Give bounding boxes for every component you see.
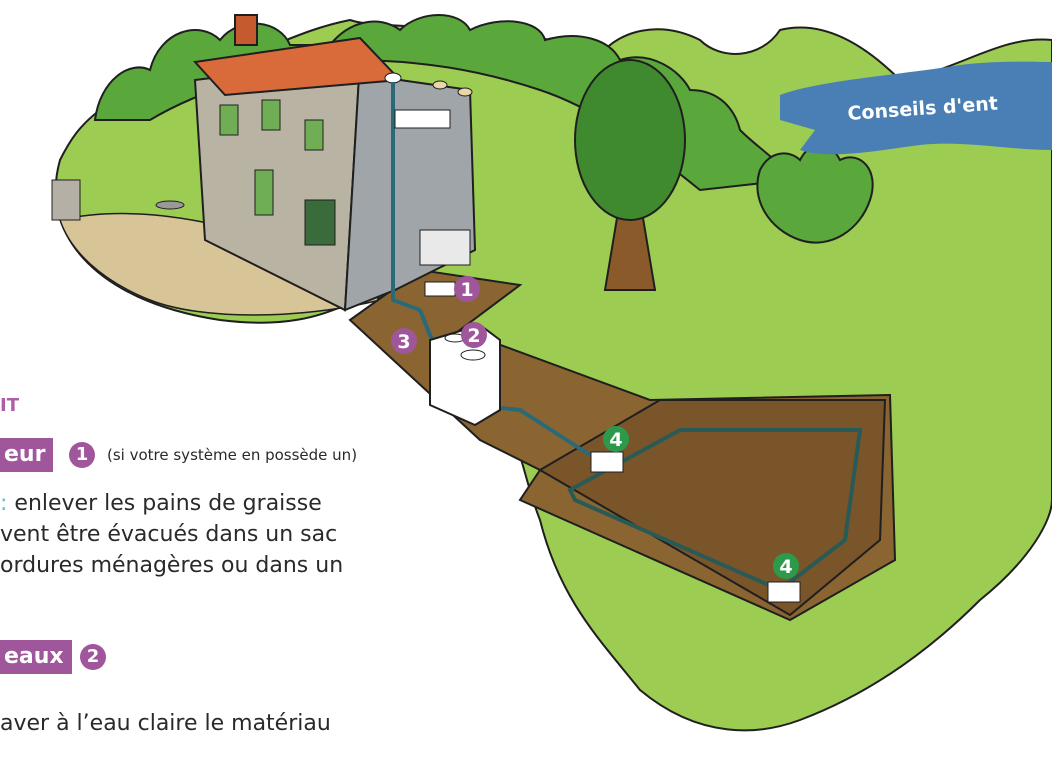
item2-number-badge: 2	[80, 644, 106, 670]
vent-cap	[457, 87, 473, 97]
chimney	[234, 14, 258, 46]
vent-cap	[432, 80, 448, 90]
marker-2: 2	[461, 322, 487, 348]
kitchen-unit	[419, 229, 471, 266]
marker-4b: 4	[773, 553, 799, 579]
window	[304, 119, 324, 151]
svg-text:4: 4	[609, 429, 622, 451]
banner-shape	[780, 61, 1052, 155]
marker-3: 3	[391, 328, 417, 354]
para1-line1-text: enlever les pains de graisse	[7, 491, 322, 516]
item1-number-badge: 1	[69, 442, 95, 468]
para1-line1: : enlever les pains de graisse	[0, 488, 322, 519]
svg-text:1: 1	[460, 279, 473, 301]
svg-text:3: 3	[397, 331, 410, 353]
vent-pipe	[391, 82, 421, 312]
tank-lid	[460, 349, 486, 361]
window	[304, 199, 336, 246]
drain-field	[538, 399, 887, 617]
window	[219, 104, 239, 136]
manhole	[155, 200, 185, 210]
dirt-path	[59, 212, 382, 316]
tree-crown	[574, 59, 686, 221]
svg-text:2: 2	[467, 325, 480, 347]
right-bushes	[756, 144, 874, 244]
distribution-box	[590, 451, 624, 473]
item1-note: (si votre système en possède un)	[107, 446, 358, 464]
distribution-box	[767, 581, 801, 603]
svg-text:4: 4	[779, 556, 792, 578]
grease-trap	[424, 281, 456, 297]
para1-line3: ordures ménagères ou dans un	[0, 553, 344, 578]
drain-pipe-loop	[567, 428, 863, 593]
well	[51, 179, 81, 221]
window	[261, 99, 281, 131]
marker-1: 1	[454, 276, 480, 302]
item2-label: eaux	[0, 640, 72, 674]
marker-4a: 4	[603, 426, 629, 452]
section-heading: IT	[0, 395, 19, 416]
vent-cap	[384, 72, 402, 84]
door	[254, 169, 274, 216]
para1-line2: vent être évacués dans un sac	[0, 522, 338, 547]
item1-label: eur	[0, 438, 54, 472]
para1-colon: :	[0, 491, 8, 516]
bathtub	[394, 109, 451, 129]
para2-line1: aver à l’eau claire le matériau	[0, 711, 331, 736]
